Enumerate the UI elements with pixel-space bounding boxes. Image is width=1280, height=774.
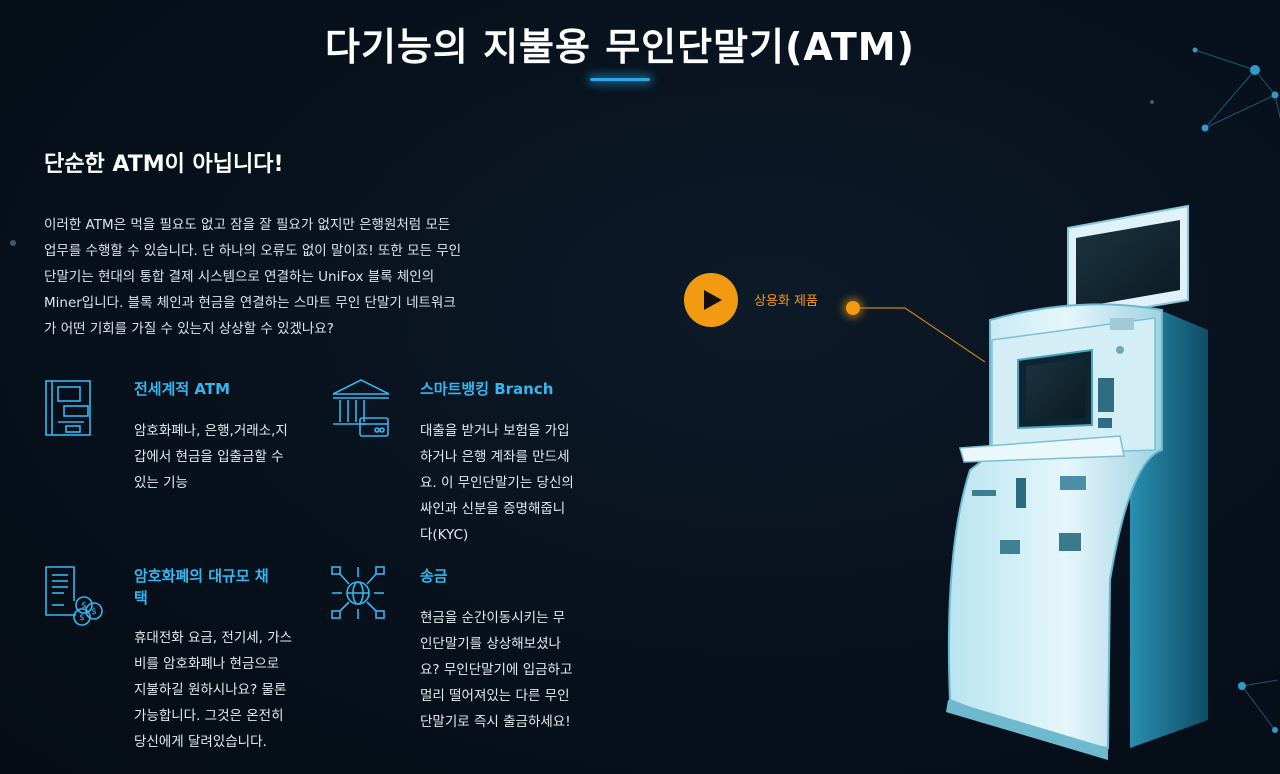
feature-remittance: 송금 현금을 순간이동시키는 무 인단말기를 상상해보셨나 요? 무인단말기에 … <box>330 565 620 730</box>
atm-kiosk-image <box>946 204 1208 760</box>
desc-line: 당신에게 달려있습니다. <box>134 734 267 750</box>
desc-line: 가능합니다. 그것은 온전히 <box>134 708 284 724</box>
feature-description: 암호화폐나, 은행,거래소,지 갑에서 현금을 입출금할 수 있는 기능 <box>134 418 288 496</box>
network-decoration-bottom-right <box>1238 679 1279 733</box>
desc-line: 암호화폐나, 은행,거래소,지 <box>134 423 288 439</box>
desc-line: 지불하길 원하시나요? 물론 <box>134 682 287 698</box>
feature-description: 현금을 순간이동시키는 무 인단말기를 상상해보셨나 요? 무인단말기에 입금하… <box>420 605 572 735</box>
glow-dot <box>1150 100 1154 104</box>
desc-line: 있는 기능 <box>134 475 188 491</box>
svg-text:$: $ <box>81 601 87 611</box>
intro-line: 업무를 수행할 수 있습니다. 단 하나의 오류도 없이 말이죠! 또한 모든 … <box>44 243 462 259</box>
network-decoration-top-right <box>1192 47 1280 132</box>
atm-icon <box>45 380 91 436</box>
svg-text:$: $ <box>79 613 85 623</box>
feature-description: 대출을 받거나 보험을 가입 하거나 은행 계좌를 만드세 요. 이 무인단말기… <box>420 418 574 548</box>
feature-global-atm: 전세계적 ATM 암호화폐나, 은행,거래소,지 갑에서 현금을 입출금할 수 … <box>44 378 314 498</box>
intro-line: 단말기는 현대의 통합 결제 시스템으로 연결하는 UniFox 블록 체인의 <box>44 269 435 285</box>
play-icon <box>704 290 722 310</box>
desc-line: 비를 암호화폐나 현금으로 <box>134 656 280 672</box>
feature-title: 송금 <box>420 567 448 585</box>
desc-line: 멀리 떨어져있는 다른 무인 <box>420 688 570 704</box>
title-line: 암호화폐의 대규모 채 <box>134 567 269 585</box>
intro-line: Miner입니다. 블록 체인과 현금을 연결하는 스마트 무인 단말기 네트워… <box>44 295 456 311</box>
desc-line: 싸인과 신분을 증명해줍니 <box>420 501 566 517</box>
product-label: 상용화 제품 <box>754 294 818 309</box>
intro-paragraph: 이러한 ATM은 먹을 필요도 없고 잠을 잘 필요가 없지만 은행원처럼 모든… <box>44 212 534 342</box>
desc-line: 대출을 받거나 보험을 가입 <box>420 423 570 439</box>
feature-description: 휴대전화 요금, 전기세, 가스 비를 암호화폐나 현금으로 지불하길 원하시나… <box>134 625 292 755</box>
desc-line: 현금을 순간이동시키는 무 <box>420 610 566 626</box>
title-underline <box>590 78 650 81</box>
feature-title: 전세계적 ATM <box>134 380 231 398</box>
svg-text:$: $ <box>91 607 97 617</box>
intro-line: 가 어떤 기회를 가질 수 있는지 상상할 수 있겠나요? <box>44 321 334 337</box>
desc-line: 갑에서 현금을 입출금할 수 <box>134 449 284 465</box>
intro-line: 이러한 ATM은 먹을 필요도 없고 잠을 잘 필요가 없지만 은행원처럼 모든 <box>44 217 451 233</box>
desc-line: 다(KYC) <box>420 527 469 543</box>
desc-line: 요. 이 무인단말기는 당신의 <box>420 475 574 491</box>
bank-building-icon <box>332 379 390 437</box>
play-video-button[interactable] <box>684 273 738 327</box>
desc-line: 휴대전화 요금, 전기세, 가스 <box>134 630 293 646</box>
desc-line: 요? 무인단말기에 입금하고 <box>420 662 573 678</box>
title-line: 택 <box>134 589 148 607</box>
feature-crypto-payments: $ $ $ 암호화폐의 대규모 채 택 휴대전화 요금, 전기세, 가스 비를 암호… <box>44 565 334 750</box>
page-title: 다기능의 지불용 무인단말기(ATM) <box>325 25 915 69</box>
product-hotspot[interactable] <box>846 301 860 315</box>
global-network-icon <box>331 566 385 619</box>
feature-title: 암호화폐의 대규모 채 택 <box>134 565 269 609</box>
section-heading: 단순한 ATM이 아닙니다! <box>44 152 284 177</box>
desc-line: 하거나 은행 계좌를 만드세 <box>420 449 570 465</box>
feature-smart-banking: 스마트뱅킹 Branch 대출을 받거나 보험을 가입 하거나 은행 계좌를 만… <box>330 378 620 543</box>
invoice-coins-icon: $ $ $ <box>45 566 103 626</box>
desc-line: 인단말기를 상상해보셨나 <box>420 636 561 652</box>
desc-line: 단말기로 즉시 출금하세요! <box>420 714 571 730</box>
glow-dot <box>10 240 16 246</box>
feature-title: 스마트뱅킹 Branch <box>420 380 554 398</box>
